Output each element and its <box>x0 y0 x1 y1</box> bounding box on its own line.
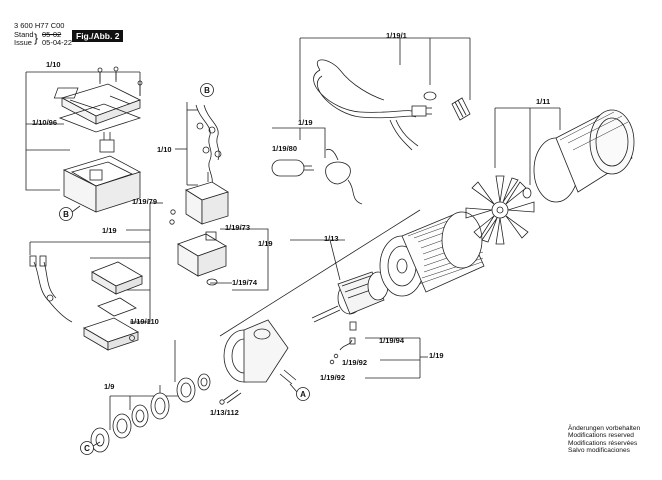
stand-date: 05-02 <box>42 30 62 39</box>
callout-b-left: B <box>63 210 69 219</box>
label-1-10-mid: 1/10 <box>157 145 172 154</box>
label-1-19-92-a: 1/19/92 <box>342 358 368 367</box>
document-number: 3 600 H77 C00 <box>14 21 65 30</box>
callout-b-left-circle <box>59 207 73 221</box>
label-1-13: 1/13 <box>324 234 339 243</box>
label-1-9: 1/9 <box>104 382 115 391</box>
label-1-19-74: 1/19/74 <box>232 278 258 287</box>
note-french: Modifications réservées <box>568 439 638 447</box>
callout-a: A <box>300 390 306 399</box>
label-1-19-left: 1/19 <box>102 226 117 235</box>
callout-c: C <box>84 444 90 453</box>
issue-label: Issue <box>14 38 32 47</box>
note-german: Änderungen vorbehalten <box>568 425 641 432</box>
stand-label: Stand <box>14 30 34 39</box>
label-1-19-80: 1/19/80 <box>272 144 298 153</box>
label-1-19-79: 1/19/79 <box>132 197 158 206</box>
label-1-19-110: 1/19/110 <box>130 317 159 326</box>
issue-date: 05-04-22 <box>42 38 73 47</box>
label-1-19-lower: 1/19 <box>429 351 444 360</box>
bracket-line <box>25 72 60 191</box>
callout-b-top-circle <box>200 83 214 97</box>
callout-c-circle <box>80 441 94 455</box>
callout-a-circle <box>296 387 310 401</box>
label-1-19-top: 1/19 <box>298 118 313 127</box>
label-1-19-73: 1/19/73 <box>225 223 251 232</box>
label-1-10: 1/10 <box>46 60 61 69</box>
callout-b-top: B <box>204 86 210 95</box>
label-1-13-112: 1/13/112 <box>210 408 239 417</box>
label-1-19-94: 1/19/94 <box>379 336 405 345</box>
modifications-notes: Änderungen vorbehalten Modifications res… <box>568 425 640 455</box>
label-1-11: 1/11 <box>536 97 551 106</box>
note-english: Modifications reserved <box>568 432 634 440</box>
brace-icon: } <box>34 31 39 45</box>
label-1-19-1: 1/19/1 <box>386 31 407 40</box>
label-1-10-96: 1/10/96 <box>32 118 58 127</box>
label-1-19-right: 1/19 <box>258 239 273 248</box>
label-1-19-92-b: 1/19/92 <box>320 373 346 382</box>
note-italian: Salvo modificaciones <box>568 447 630 455</box>
figure-badge: Fig./Abb. 2 <box>72 30 124 42</box>
